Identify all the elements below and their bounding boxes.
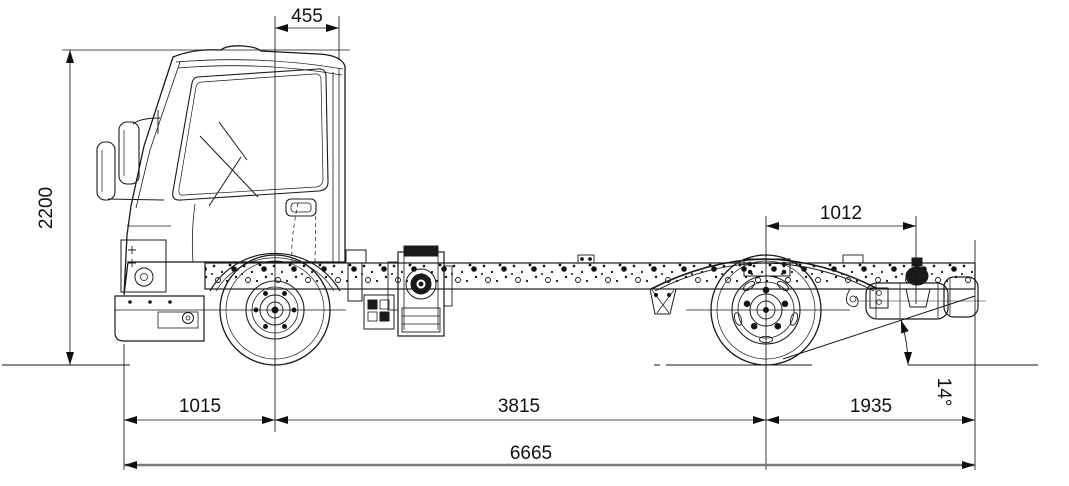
- battery-box: [363, 294, 395, 330]
- oil-pan: [401, 307, 441, 333]
- rim-vent: [742, 280, 756, 292]
- wheel-bolt: [282, 291, 287, 296]
- side-window-inner: [178, 73, 324, 196]
- hook-ring: [849, 295, 857, 303]
- tow-hook-pin: [185, 315, 191, 321]
- door-handle: [285, 198, 317, 217]
- cab-outline: [123, 45, 346, 296]
- wheel-bolt: [781, 300, 789, 308]
- shackle-bolt: [876, 299, 882, 305]
- marker-light-cross: [128, 259, 136, 267]
- battery-cell: [379, 299, 390, 310]
- rim-vent: [789, 312, 799, 326]
- mud-flap: [347, 262, 363, 302]
- wheel-bolt: [750, 322, 758, 330]
- wheel-bolt: [774, 322, 782, 330]
- leaf-spring-inner: [654, 262, 875, 292]
- battery-cell: [379, 311, 390, 322]
- air-tanks: [858, 257, 986, 320]
- wheel-bolt: [263, 291, 268, 296]
- door-handle-grip: [290, 202, 312, 213]
- hanger-bolt: [653, 292, 659, 298]
- hidden-line: [314, 201, 317, 263]
- a-pillar-inner: [135, 61, 181, 209]
- side-window: [172, 68, 329, 201]
- door-front-seam: [191, 203, 196, 263]
- headlight-bulb: [140, 273, 148, 281]
- bumper-step: [157, 311, 199, 329]
- transmission-bell: [405, 268, 437, 300]
- spring-shackle: [869, 287, 889, 309]
- cab-mount-bracket: [345, 249, 367, 264]
- mirror-arm-upper: [132, 117, 161, 125]
- steering-column: [199, 135, 259, 198]
- drivetrain: [345, 245, 595, 337]
- wheel-bolt: [282, 324, 287, 329]
- air-tank-secondary: [943, 276, 979, 318]
- shackle-bolt: [876, 290, 882, 296]
- tank-valve: [905, 266, 929, 286]
- bumper-bolt: [128, 300, 132, 304]
- frame-rail: [204, 262, 976, 290]
- cab: [96, 45, 346, 342]
- wheel-bolt: [263, 324, 268, 329]
- dim-label-front-overhang: 1015: [179, 396, 221, 417]
- transmission-shaft-center: [418, 281, 424, 287]
- rim-vent: [733, 312, 743, 326]
- front-bumper: [114, 295, 205, 342]
- mirror-arm-lower: [107, 198, 165, 201]
- departure-angle: 14°: [782, 295, 976, 407]
- tank-bracket: [905, 288, 931, 308]
- hanger-bolt: [666, 292, 672, 298]
- dimension-layer: 455 2200 1012 1015 3815 1935 6665: [36, 6, 976, 470]
- mid-bracket-bolt: [588, 257, 592, 261]
- brake-hose-hook: [845, 288, 859, 308]
- battery-cell: [367, 311, 378, 322]
- angle-arc: [900, 319, 913, 366]
- transmission-top-mount: [403, 245, 439, 257]
- frame-rail-web: [204, 262, 976, 290]
- dim-label-tank-distance: 1012: [820, 203, 862, 224]
- tow-hook: [182, 312, 194, 324]
- spring-front-hanger: [649, 288, 677, 315]
- seat-bolt: [747, 269, 753, 275]
- departure-angle-label: 14°: [933, 378, 954, 407]
- dim-label-overall-height: 2200: [36, 187, 57, 229]
- wiper-arm: [218, 121, 248, 161]
- marker-light-cross: [128, 246, 136, 254]
- rail-top-fitting: [842, 254, 864, 264]
- dim-label-rear-overhang: 1935: [850, 396, 892, 417]
- departure-line: [782, 295, 976, 360]
- battery-cell: [367, 299, 378, 310]
- dim-label-overall-length: 6665: [510, 443, 552, 464]
- headlight: [134, 267, 154, 287]
- seat-bolt: [781, 269, 787, 275]
- wheel-bolt: [743, 300, 751, 308]
- wiper-arm: [208, 156, 242, 207]
- tank-valve-top: [911, 257, 923, 267]
- headlight-panel: [120, 239, 167, 293]
- mirror-main: [118, 121, 140, 185]
- side-bracket: [443, 265, 453, 307]
- bumper-bolt: [168, 300, 172, 304]
- mid-bracket: [577, 254, 595, 264]
- transmission-assembly: [387, 245, 453, 337]
- side-bracket: [387, 261, 399, 311]
- rim-vent: [776, 280, 790, 292]
- mid-bracket-bolt: [580, 257, 584, 261]
- mirror-wide-angle: [96, 141, 116, 201]
- roof-drip-rail: [175, 59, 344, 70]
- hanger-brace: [656, 289, 675, 314]
- bumper-bolt: [148, 300, 152, 304]
- dim-label-wheelbase: 3815: [498, 396, 540, 417]
- dim-label-cab-offset: 455: [291, 6, 323, 27]
- roof-drip-rail: [177, 65, 343, 76]
